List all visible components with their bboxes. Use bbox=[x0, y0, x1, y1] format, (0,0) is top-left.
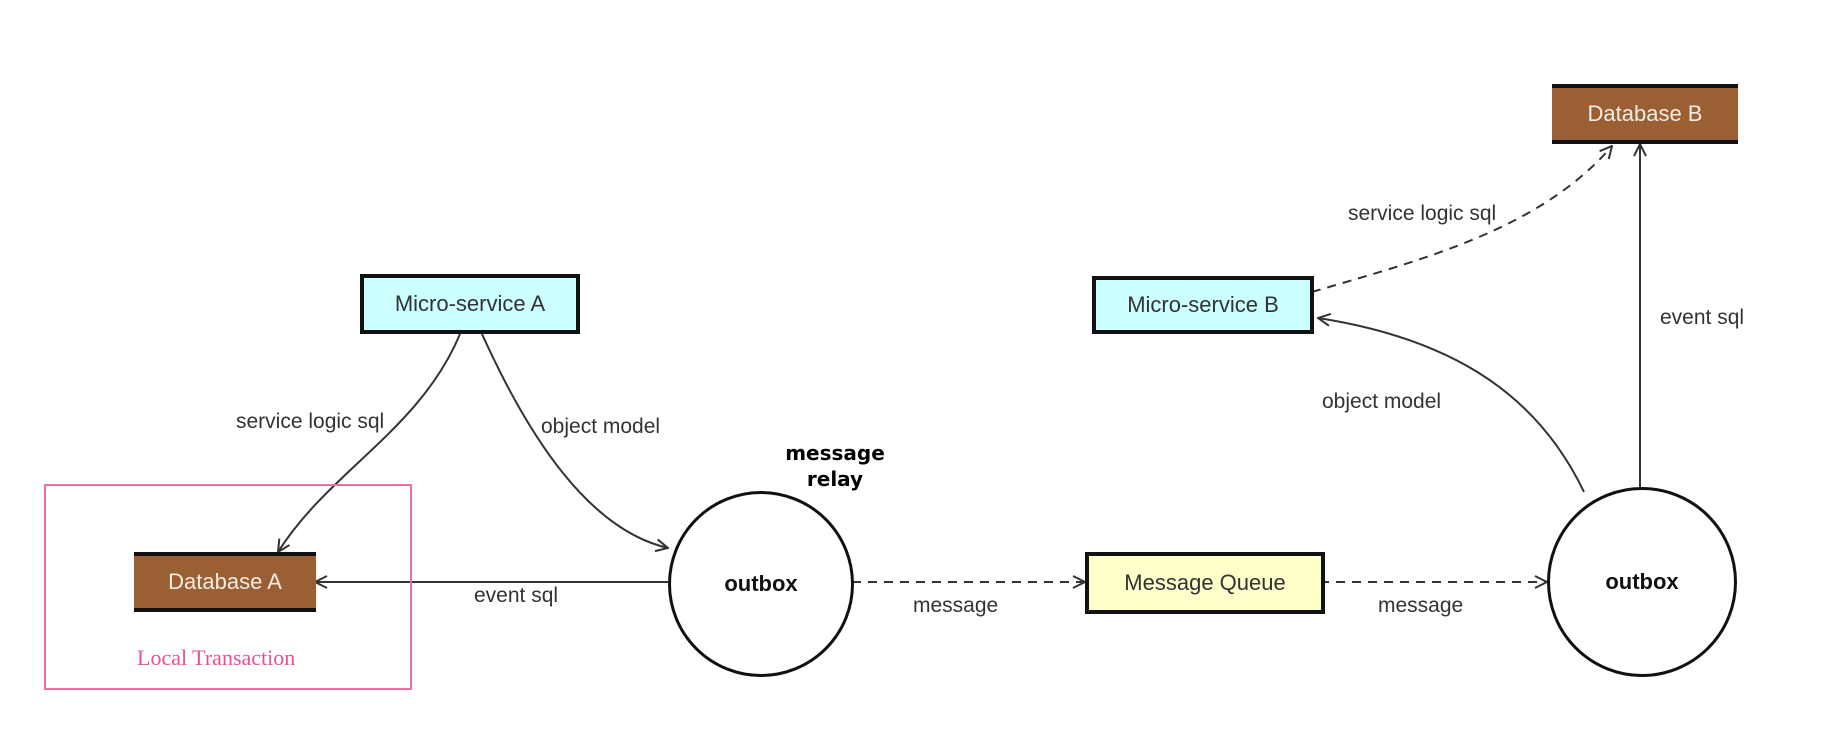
label-service-logic-sql-b: service logic sql bbox=[1348, 202, 1497, 225]
label-message-relay: message relay bbox=[785, 441, 885, 491]
label-object-model-a: object model bbox=[541, 415, 661, 438]
label-message-left: message bbox=[913, 594, 999, 617]
microservice-a-node: Micro-service A bbox=[360, 274, 580, 334]
outbox-left-node: outbox bbox=[668, 491, 854, 677]
outbox-right-node: outbox bbox=[1547, 487, 1737, 677]
edge-service-logic-sql-b bbox=[1311, 146, 1612, 293]
message-queue-node: Message Queue bbox=[1085, 552, 1325, 614]
edge-object-model-a bbox=[481, 333, 668, 548]
microservice-b-node: Micro-service B bbox=[1092, 276, 1314, 334]
label-event-sql-a: event sql bbox=[474, 584, 559, 607]
label-service-logic-sql-a: service logic sql bbox=[236, 410, 385, 433]
edge-service-logic-sql-a bbox=[278, 333, 461, 552]
edge-object-model-b bbox=[1318, 318, 1585, 493]
label-event-sql-b: event sql bbox=[1660, 306, 1745, 329]
label-message-right: message bbox=[1378, 594, 1464, 617]
local-transaction-box bbox=[44, 484, 412, 690]
label-object-model-b: object model bbox=[1322, 390, 1442, 413]
database-b-node: Database B bbox=[1552, 84, 1738, 144]
local-transaction-label: Local Transaction bbox=[137, 645, 296, 670]
database-a-node: Database A bbox=[134, 552, 316, 612]
